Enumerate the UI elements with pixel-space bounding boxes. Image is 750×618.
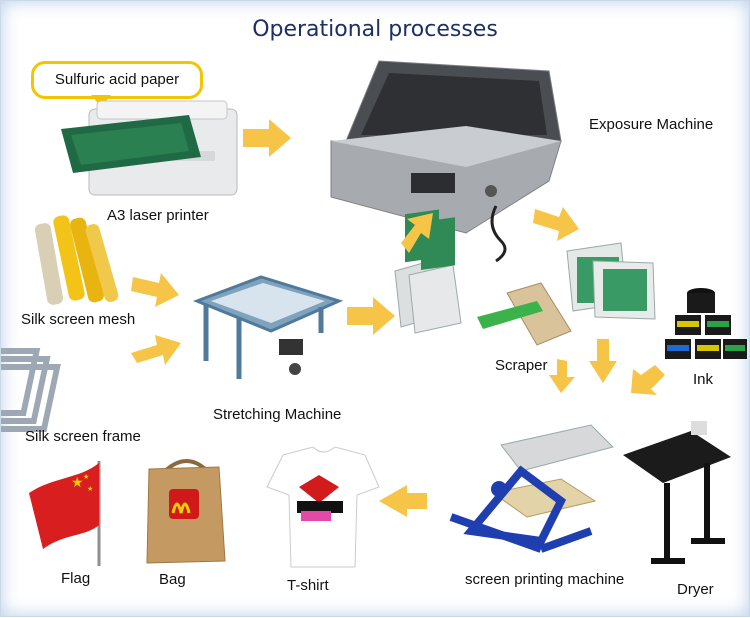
screen-printing-press-illustration [449,424,614,553]
label-scraper: Scraper [495,357,548,374]
arrow-screens-to-exposure [401,213,433,253]
svg-text:★: ★ [71,474,84,490]
tshirt-illustration [266,446,380,568]
svg-text:★: ★ [83,473,89,481]
diagram-title: Operational processes [252,17,498,42]
bag-illustration [146,459,226,564]
stretching-machine-illustration [192,275,344,379]
arrow-mesh-to-stretching [131,273,179,307]
label-silk-screen-mesh: Silk screen mesh [21,311,136,328]
exposed-screens-illustration [566,242,656,320]
laser-printer-illustration [61,100,238,196]
label-exposure-machine: Exposure Machine [589,116,714,133]
arrow-exposed-screens-down [589,339,617,383]
callout-sulfuric-acid-paper: Sulfuric acid paper [31,61,203,99]
label-a3-laser-printer: A3 laser printer [107,207,209,224]
arrow-press-to-tshirt [379,485,427,517]
label-dryer: Dryer [677,581,714,598]
label-ink: Ink [693,371,714,388]
arrow-frame-to-stretching [131,335,181,365]
arrow-scraper-down [549,359,575,393]
exposure-machine-illustration [330,60,562,263]
label-bag: Bag [159,571,186,588]
label-stretching-machine: Stretching Machine [213,406,342,423]
dryer-illustration [623,421,731,564]
ink-cans-illustration [665,288,747,359]
arrow-stretching-to-screens [347,297,395,335]
label-silk-screen-frame: Silk screen frame [25,428,141,445]
silk-screen-mesh-illustration [34,215,119,305]
arrow-printer-to-exposure [243,119,291,157]
scraper-illustration [477,282,572,346]
silk-screen-frame-illustration [1,348,61,432]
svg-text:★: ★ [87,485,93,493]
label-flag: Flag [61,570,91,587]
label-screen-printing-machine: screen printing machine [465,571,625,588]
flag-illustration: ★ ★ ★ [29,461,101,566]
label-tshirt: T-shirt [287,577,329,594]
arrow-ink-down [631,365,665,395]
arrow-exposure-to-exposed-screens [533,207,579,241]
